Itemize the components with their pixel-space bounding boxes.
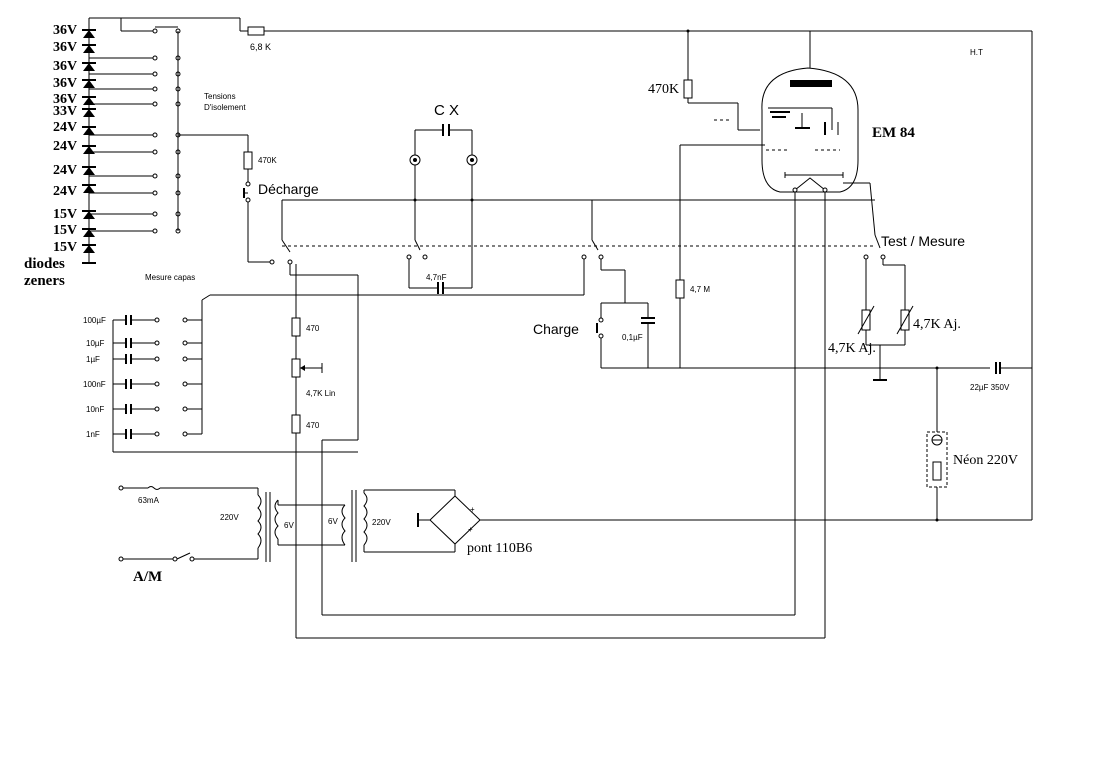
switch-4n7 (406, 239, 472, 294)
diodes-zeners-label-2: zeners (24, 273, 65, 289)
calibration-chain (291, 190, 826, 639)
zener-voltage-label: 36V (53, 23, 77, 38)
test-mesure-label: Test / Mesure (881, 233, 965, 249)
fuse-label: 63mA (138, 496, 160, 505)
c-0u1-label: 0,1µF (622, 333, 643, 342)
capacitor-row: 10µF (86, 338, 202, 348)
zener-voltage-label: 36V (53, 76, 77, 91)
zener-diode (82, 96, 96, 105)
capacitor-value-label: 100µF (83, 316, 106, 325)
measure-bus (269, 199, 875, 616)
resistor-4m7 (675, 144, 765, 368)
em84-tube (761, 31, 876, 236)
capacitor-value-label: 1nF (86, 430, 100, 439)
capacitor-row: 100nF (83, 379, 202, 389)
decharge-branch (178, 134, 272, 263)
capacitor-row: 10nF (86, 404, 202, 414)
bridge-label: pont 110B6 (467, 541, 532, 556)
c-22u-label: 22µF 350V (970, 383, 1010, 392)
zener-diode (82, 108, 96, 117)
zener-diode (82, 145, 96, 154)
zener-diode (82, 79, 96, 88)
isolation-voltage-selector (89, 55, 181, 234)
ht-label: H.T (970, 48, 983, 57)
resistor-470k-left (243, 151, 253, 170)
decharge-label: Décharge (258, 181, 319, 197)
capacitor-value-label: 10nF (86, 405, 104, 414)
t2-pri-label: 220V (372, 518, 391, 527)
neon-label: Néon 220V (953, 453, 1018, 468)
diodes-zeners-label-1: diodes (24, 256, 65, 272)
zener-diode (82, 184, 96, 193)
r-6k8-label: 6,8 K (250, 42, 271, 52)
am-label: A/M (133, 569, 162, 585)
top-rail (89, 17, 1033, 520)
resistor-6k8 (247, 26, 265, 36)
t2-sec-label: 6V (328, 517, 338, 526)
zener-diode (82, 228, 96, 237)
tensions-label-2: D'isolement (204, 103, 246, 112)
zener-diode (82, 62, 96, 71)
r-470k-tube-label: 470K (648, 82, 679, 97)
r-4m7-label: 4,7 M (690, 285, 710, 294)
adj-label-2: 4,7K Aj. (828, 341, 876, 356)
zener-voltage-label: 15V (53, 207, 77, 222)
zener-voltage-label: 36V (53, 59, 77, 74)
output-section (480, 362, 1032, 522)
tube-label: EM 84 (872, 125, 915, 141)
tensions-label-1: Tensions (204, 92, 236, 101)
zener-diode (82, 244, 96, 253)
zener-diode (82, 44, 96, 53)
adj-label-1: 4,7K Aj. (913, 317, 961, 332)
svg-text:+: + (468, 525, 473, 534)
r-470k-left-label: 470K (258, 156, 277, 165)
r-470-top-label: 470 (306, 324, 320, 333)
capacitor-value-label: 10µF (86, 339, 105, 348)
charge-label: Charge (533, 321, 579, 337)
charge-branch (596, 302, 990, 369)
resistor-470k-tube (683, 31, 760, 131)
capacitor-value-label: 1µF (86, 355, 100, 364)
zener-voltage-label: 36V (53, 92, 77, 107)
svg-text:+: + (470, 505, 475, 514)
zener-diode (82, 166, 96, 175)
zener-diode (82, 126, 96, 135)
capacitor-row: 1µF (86, 354, 202, 364)
cx-label: C X (434, 102, 459, 119)
zener-voltage-label: 24V (53, 120, 77, 135)
zener-voltage-label: 15V (53, 223, 77, 238)
r-470-bot-label: 470 (306, 421, 320, 430)
capacitor-row: 1nF (86, 429, 202, 439)
switch-charge (581, 200, 626, 303)
capacitor-value-label: 100nF (83, 380, 106, 389)
capacitor-row: 100µF (83, 315, 202, 325)
pot-lin-label: 4,7K Lin (306, 389, 335, 398)
power-supply: + + (118, 485, 481, 562)
zener-diode (82, 210, 96, 219)
zener-voltage-label: 33V (53, 104, 77, 119)
cx-terminals (409, 124, 478, 288)
mesure-capas-label: Mesure capas (145, 273, 195, 282)
zener-voltage-label: 24V (53, 139, 77, 154)
c-4n7-label: 4,7nF (426, 273, 447, 282)
zener-voltage-label: 36V (53, 40, 77, 55)
test-mesure-switch (857, 234, 914, 381)
t1-pri-label: 220V (220, 513, 239, 522)
t1-sec-label: 6V (284, 521, 294, 530)
zener-diode (82, 29, 96, 38)
zener-voltage-label: 24V (53, 184, 77, 199)
capacitor-bank: 100µF 10µF 1µF 100nF 10nF 1nF (83, 268, 585, 453)
zener-voltage-label: 15V (53, 240, 77, 255)
zener-voltage-label: 24V (53, 163, 77, 178)
